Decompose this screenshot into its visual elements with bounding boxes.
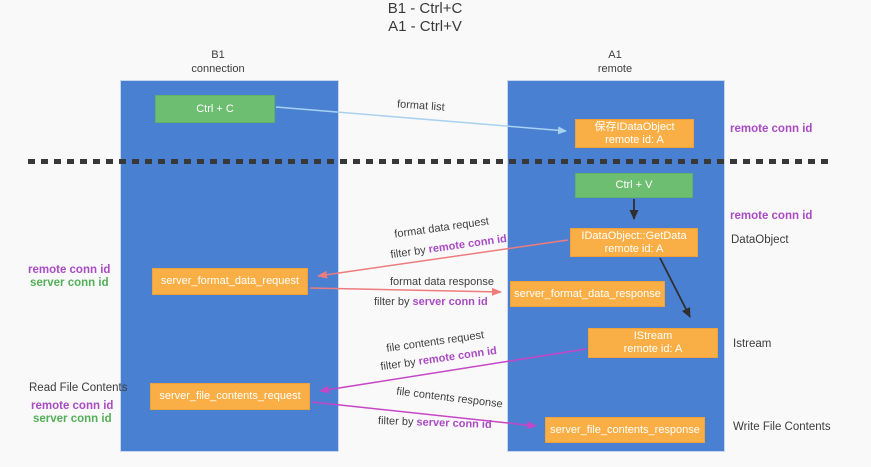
node-server-format-data-request-label: server_format_data_request [160, 275, 300, 287]
diagram-title: B1 - Ctrl+C A1 - Ctrl+V [0, 0, 850, 36]
node-save-dataobject-line1: 保存IDataObject [594, 120, 675, 133]
node-save-dataobject-line2: remote id: A [605, 133, 664, 146]
title-line-2: A1 - Ctrl+V [388, 18, 462, 35]
node-istream-line2: remote id: A [623, 343, 683, 355]
node-getdata-line2: remote id: A [604, 242, 664, 255]
annotation-left-remote-conn-id-top: remote conn id [28, 264, 111, 276]
annotation-read-file-contents: Read File Contents [29, 382, 128, 394]
filter-highlight-server-conn-id: server conn id [416, 416, 492, 431]
annotation-left-server-conn-id-top: server conn id [30, 277, 109, 289]
filter-prefix: filter by [379, 355, 420, 374]
label-format-data-response: format data response [390, 276, 494, 288]
lifeline-b1-title: B1 [211, 49, 225, 61]
node-server-file-contents-request-label: server_file_contents_request [159, 390, 301, 402]
node-istream: IStream remote id: A [588, 328, 718, 358]
filter-prefix: filter by [377, 415, 417, 429]
node-idataobject-getdata: IDataObject::GetData remote id: A [570, 228, 698, 257]
node-ctrl-c: Ctrl + C [155, 95, 275, 123]
node-server-file-contents-request: server_file_contents_request [150, 383, 310, 410]
node-server-format-data-response-label: server_format_data_response [514, 287, 661, 300]
annotation-write-file-contents: Write File Contents [733, 421, 831, 433]
node-ctrl-v-label: Ctrl + V [615, 179, 653, 191]
annotation-left-server-conn-id-bottom: server conn id [33, 413, 112, 425]
lifeline-a1-subtitle: remote [597, 63, 633, 75]
node-server-format-data-request: server_format_data_request [152, 268, 308, 295]
annotation-remote-conn-id-mid: remote conn id [730, 210, 813, 222]
lifeline-header-a1: A1 remote [507, 48, 723, 76]
lifeline-a1-title: A1 [608, 49, 622, 61]
title-line-1: B1 - Ctrl+C [387, 0, 463, 17]
annotation-istream: Istream [733, 338, 772, 350]
annotation-left-remote-conn-id-bottom: remote conn id [31, 400, 114, 412]
lifeline-b1-subtitle: connection [191, 63, 245, 75]
node-server-file-contents-response: server_file_contents_response [545, 417, 705, 443]
filter-prefix: filter by [389, 243, 430, 262]
label-format-list: format list [396, 98, 446, 114]
annotation-remote-conn-id-top: remote conn id [730, 123, 813, 135]
node-ctrl-c-label: Ctrl + C [196, 102, 234, 115]
filter-highlight-remote-conn-id: remote conn id [427, 232, 508, 256]
node-server-file-contents-response-label: server_file_contents_response [550, 423, 700, 436]
node-ctrl-v: Ctrl + V [575, 173, 693, 198]
label-file-contents-response-filter: filter by server conn id [378, 415, 492, 431]
node-server-format-data-response: server_format_data_response [510, 281, 665, 307]
node-istream-line1: IStream [633, 330, 673, 342]
annotation-dataobject: DataObject [731, 234, 789, 246]
label-format-data-response-filter: filter by server conn id [374, 296, 488, 308]
node-getdata-line1: IDataObject::GetData [581, 229, 687, 242]
label-file-contents-response: file contents response [395, 385, 504, 411]
lifeline-header-b1: B1 connection [118, 48, 318, 76]
filter-highlight-server-conn-id: server conn id [412, 296, 488, 308]
session-divider-dashed-line [28, 159, 833, 164]
node-save-dataobject: 保存IDataObject remote id: A [575, 119, 694, 148]
filter-prefix: filter by [374, 296, 413, 308]
